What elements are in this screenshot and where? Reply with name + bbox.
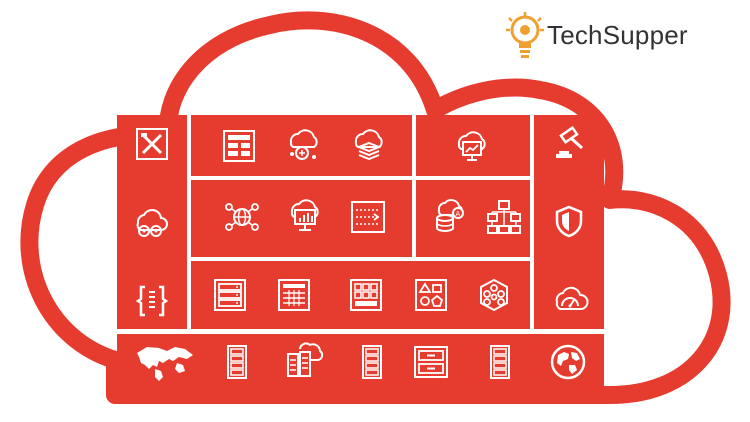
left-column-panel — [117, 115, 187, 329]
cloud-gears-icon — [130, 203, 170, 243]
database-cloud-icon: A — [430, 196, 470, 236]
server-drawer-icon — [413, 344, 449, 380]
brand-logo: TechSupper — [505, 8, 705, 64]
server-rack-icon — [212, 277, 248, 313]
cloud-servers-icon — [284, 340, 324, 380]
cloud-layers-icon — [350, 125, 388, 163]
bottom-row-panel — [117, 334, 604, 390]
cloud-network-icon — [284, 124, 324, 164]
gavel-icon — [552, 126, 588, 162]
monitor-chart-icon — [285, 196, 325, 236]
globe-icon — [549, 343, 587, 381]
globe-network-icon — [224, 199, 260, 235]
grid-blocks-icon — [348, 277, 384, 313]
code-braces-icon — [134, 283, 170, 319]
lightbulb-gear-icon — [506, 12, 544, 58]
cloud-speedometer-icon — [550, 278, 590, 316]
tools-icon — [134, 126, 170, 162]
server-tower-icon — [219, 344, 255, 380]
shapes-box-icon — [413, 277, 449, 313]
list-arrows-icon — [350, 199, 386, 235]
server-tower-icon — [482, 344, 518, 380]
world-map-icon — [133, 343, 197, 383]
brand-name: TechSupper — [547, 20, 688, 50]
cloud-monitor-icon — [452, 126, 492, 164]
svg-text:A: A — [456, 211, 461, 218]
storage-array-icon — [276, 277, 312, 313]
hexagon-network-icon — [476, 277, 512, 313]
dashboard-layout-icon — [221, 128, 257, 164]
org-hierarchy-icon — [486, 199, 522, 235]
server-tower-icon — [354, 344, 390, 380]
shield-icon — [551, 203, 587, 239]
